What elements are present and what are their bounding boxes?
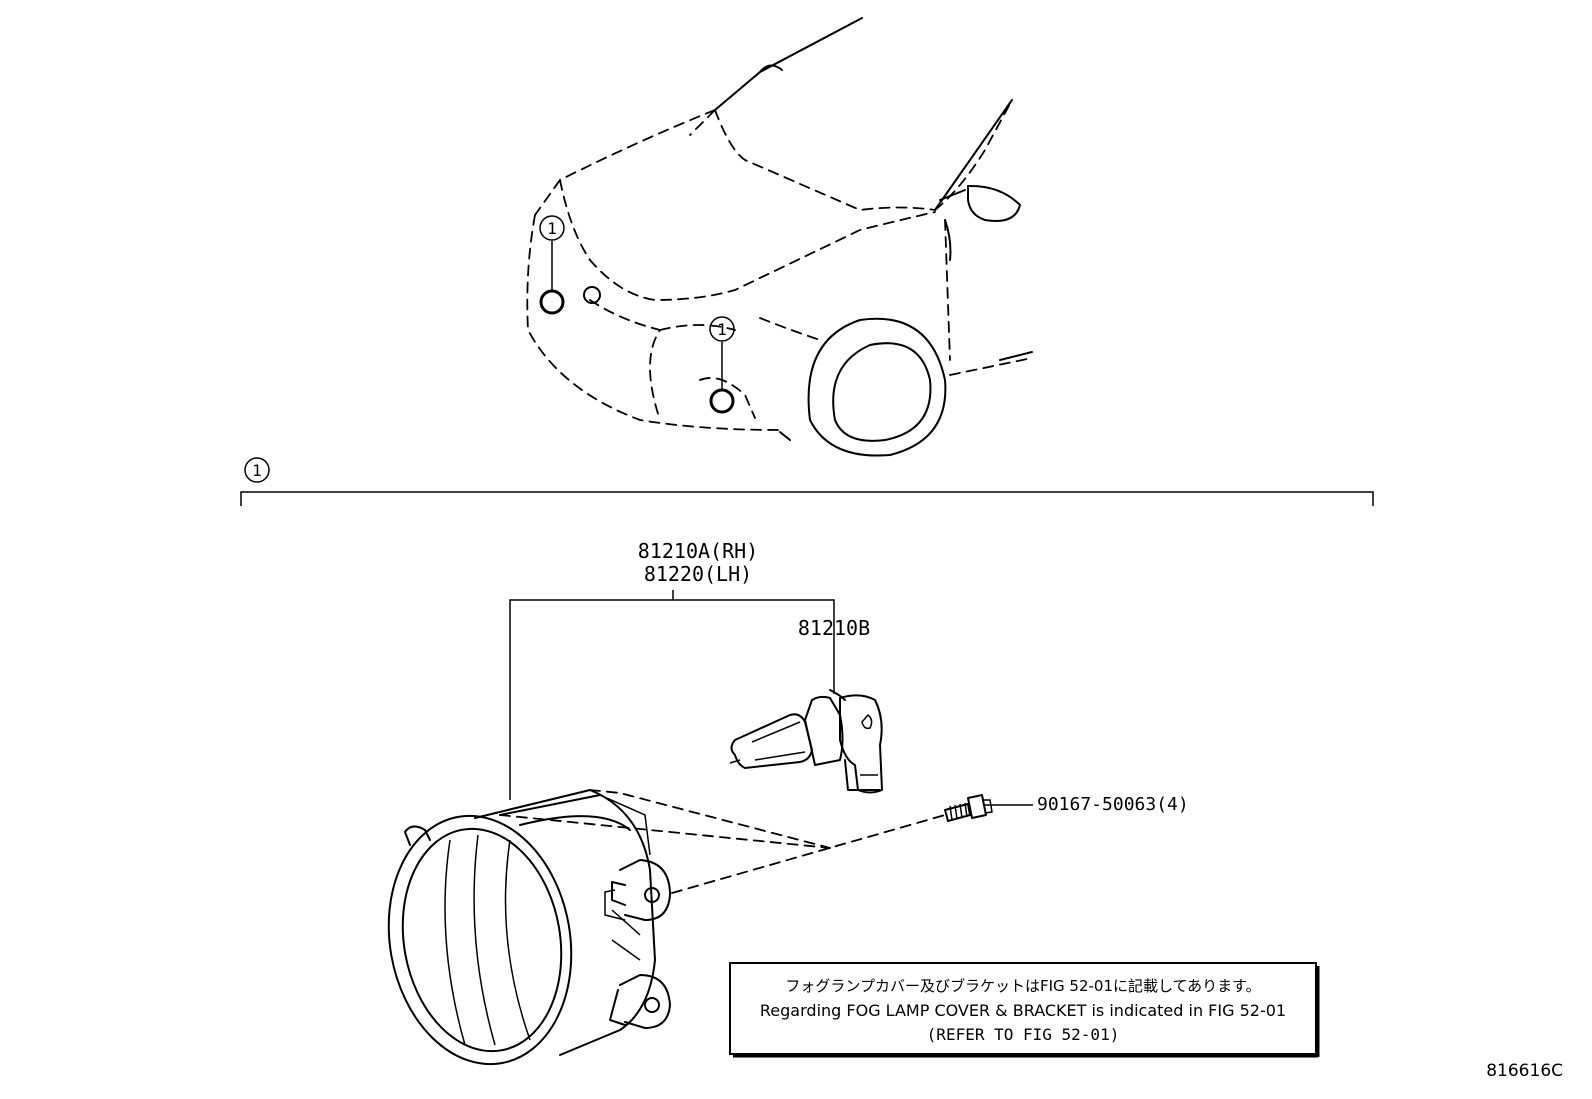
figure-id: 816616C	[1486, 1061, 1563, 1081]
callout-number: 1	[547, 219, 557, 238]
bulb-illustration	[729, 689, 883, 794]
car-front-illustration	[526, 17, 1033, 457]
note-text-reference: (REFER TO FIG 52-01)	[927, 1025, 1120, 1044]
leader-lines	[509, 590, 1033, 806]
section-callout-number: 1	[252, 461, 262, 480]
part-label-fog-lamp-rh: 81210A(RH)	[638, 539, 758, 563]
part-label-screw: 90167-50063(4)	[1037, 794, 1189, 815]
note-text-japanese: フォグランプカバー及びブラケットはFIG 52-01に記載してあります。	[785, 977, 1260, 995]
fog-lamp-illustration	[387, 789, 671, 1066]
reference-note-box: フォグランプカバー及びブラケットはFIG 52-01に記載してあります。 Reg…	[729, 962, 1320, 1058]
callout-marker-right: 1	[709, 316, 735, 342]
screw-illustration	[944, 794, 993, 822]
section-bracket: 1	[240, 457, 1374, 506]
part-label-fog-lamp-lh: 81220(LH)	[644, 562, 752, 586]
assembly-guide-lines	[499, 789, 946, 894]
callout-number: 1	[717, 320, 727, 339]
fog-lamp-right-marker	[709, 388, 735, 414]
callout-marker-left: 1	[539, 215, 565, 241]
fog-lamp-left-marker	[539, 289, 565, 315]
note-text-english: Regarding FOG LAMP COVER & BRACKET is in…	[760, 1001, 1286, 1020]
